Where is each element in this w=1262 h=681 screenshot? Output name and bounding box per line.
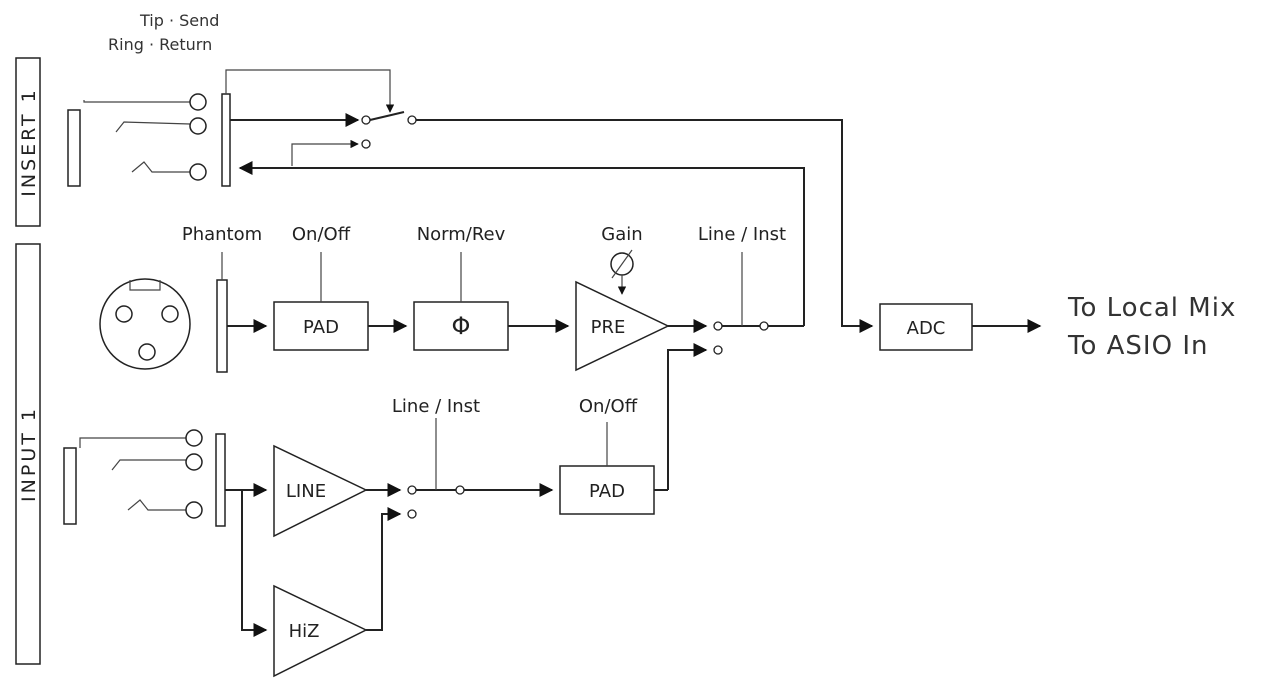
insert-contact-bar	[221, 93, 231, 187]
inst-pad-block	[559, 465, 655, 515]
xlr-connector	[99, 278, 191, 370]
insert-legend-tip-send: Tip · Send	[139, 11, 219, 30]
input-trs-jack	[63, 429, 226, 527]
output-asio-in: To ASIO In	[1067, 331, 1208, 361]
phantom-label: Phantom	[182, 224, 262, 245]
inst-pad-switch-label: On/Off	[579, 396, 638, 417]
mic-pad-label: PAD	[303, 317, 339, 338]
output-local-mix: To Local Mix	[1067, 293, 1236, 323]
input-section-text: INPUT 1	[18, 406, 40, 502]
hiz-amp-triangle	[273, 584, 368, 678]
phase-switch-label: Norm/Rev	[417, 224, 506, 245]
preamp-label: PRE	[591, 317, 626, 338]
insert-ring-contact	[189, 117, 207, 135]
insert-section-label: INSERT 1	[15, 57, 41, 227]
insert-legend-ring-return: Ring · Return	[108, 35, 212, 54]
insert-routing	[225, 69, 874, 333]
line-amp-label: LINE	[286, 481, 326, 502]
inst-pad-label: PAD	[589, 481, 625, 502]
gain-label: Gain	[601, 224, 642, 245]
line-amp-triangle	[273, 444, 368, 538]
line-inst-bottom-label: Line / Inst	[392, 396, 480, 417]
phantom-bar	[216, 279, 228, 373]
mic-pad-switch-label: On/Off	[292, 224, 351, 245]
preamp-triangle	[575, 280, 670, 372]
insert-trs-jack	[67, 93, 231, 187]
adc-label: ADC	[907, 318, 946, 339]
phase-symbol: Φ	[452, 312, 471, 340]
hiz-amp-label: HiZ	[289, 621, 320, 642]
insert-section-text: INSERT 1	[18, 87, 40, 196]
mic-pad-block	[273, 301, 369, 351]
gain-knob-icon	[610, 249, 634, 295]
insert-sleeve-contact	[189, 163, 207, 181]
line-inst-top-label: Line / Inst	[698, 224, 786, 245]
input-section-label: INPUT 1	[15, 243, 41, 665]
insert-tip-contact	[189, 93, 207, 111]
phase-block	[413, 301, 509, 351]
